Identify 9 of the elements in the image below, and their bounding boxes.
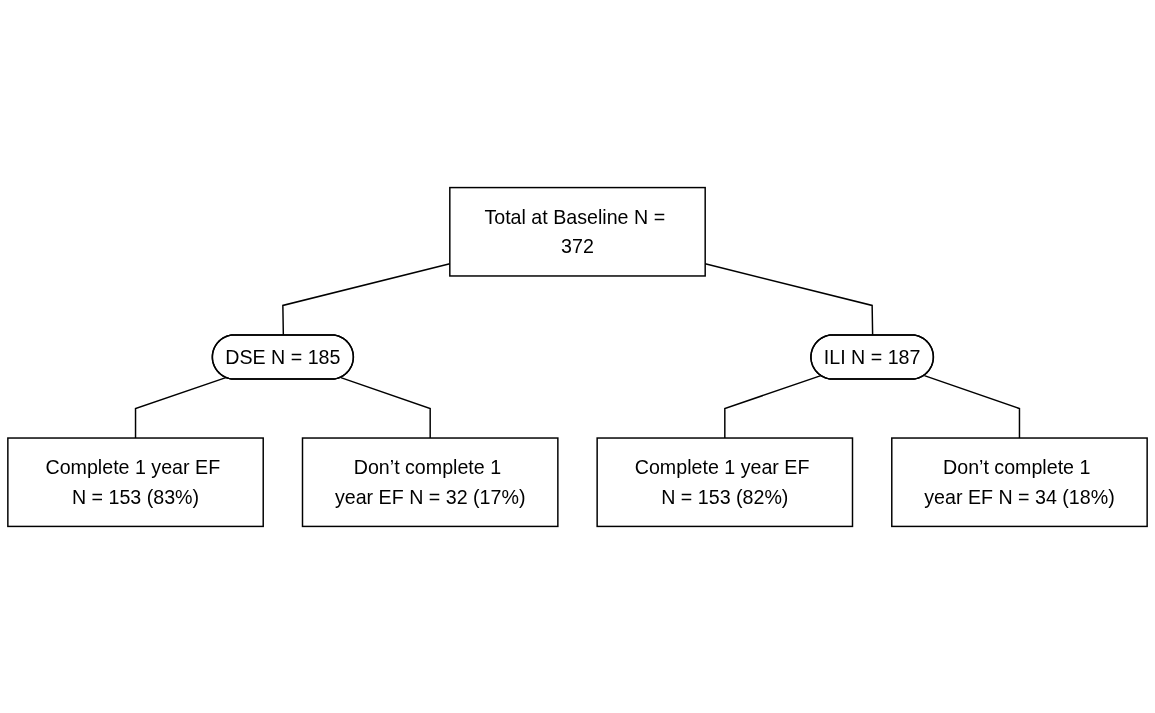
node-box: Don’t complete 1 year EF N = 34 (18%) [891,436,1148,527]
connector [340,376,431,439]
node-box: Complete 1 year EF N = 153 (83%) [7,436,264,527]
connector [134,376,227,439]
node-box: Complete 1 year EF N = 153 (82%) [596,436,854,527]
node-box: Total at Baseline N = 372 [449,186,706,277]
connector [724,374,822,439]
node-box: Don’t complete 1 year EF N = 32 (17%) [301,436,559,527]
connector [923,374,1021,439]
